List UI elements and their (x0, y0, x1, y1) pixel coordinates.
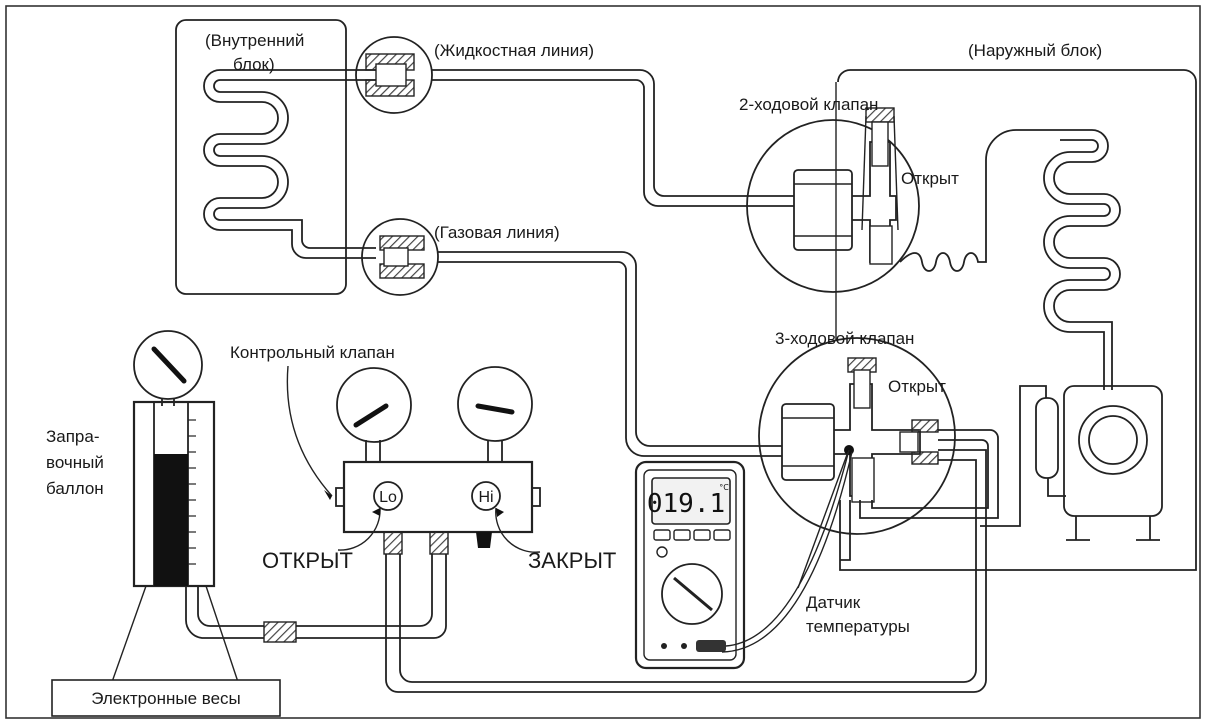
charging-cylinder-label-3: баллон (46, 479, 104, 498)
high-pressure-gauge (457, 366, 533, 462)
outdoor-unit-label: (Наружный блок) (968, 41, 1102, 60)
two-way-valve (746, 107, 920, 293)
hi-knob (471, 481, 501, 511)
temp-sensor-label-2: температуры (806, 617, 910, 636)
hose-lo-inner (399, 459, 977, 683)
outdoor-unit-box (837, 69, 1197, 571)
two-way-valve-label: 2-ходовой клапан (739, 95, 878, 114)
gas-pipe-outer (438, 251, 784, 447)
probe-wire (725, 449, 850, 647)
cyl-hose-inner (185, 586, 264, 639)
gas-line-joint (361, 218, 439, 296)
two-way-open-label: Открыт (901, 169, 959, 188)
liquid-line-joint (355, 36, 433, 114)
service-line-inner (871, 439, 989, 509)
liquid-pipe-inner (432, 79, 798, 207)
three-way-valve (758, 337, 999, 535)
manifold-gauge-set: Lo Hi (286, 365, 541, 555)
electronic-scale-label: Электронные весы (91, 689, 241, 708)
hi-arrow (495, 507, 541, 553)
hose-lo-outer (385, 449, 987, 693)
control-valve-label: Контрольный клапан (230, 343, 395, 362)
lo-knob (373, 481, 403, 511)
three-way-valve-label: 3-ходовой клапан (775, 329, 914, 348)
liquid-line-label: (Жидкостная линия) (434, 41, 594, 60)
charging-cylinder-label-2: вочный (46, 453, 104, 472)
outer-frame (5, 5, 1201, 719)
charging-cylinder-label-1: Запра- (46, 427, 100, 446)
multimeter-dial (661, 563, 723, 625)
hose-coupler (263, 621, 297, 643)
multimeter: 019.1 °C (634, 449, 853, 670)
indoor-unit-label-1: (Внутренний (205, 31, 304, 50)
liquid-pipe-outer (432, 69, 798, 197)
temp-sensor-leader (797, 451, 849, 589)
outdoor-coil-inner (1043, 139, 1111, 390)
hi-label: Hi (478, 489, 493, 506)
gas-pipe-inner (438, 261, 784, 457)
charging-cylinder (111, 330, 239, 683)
multimeter-unit: °C (719, 483, 729, 492)
outdoor-unit (835, 69, 1197, 571)
coil-spring (899, 129, 1060, 272)
gas-line-label: (Газовая линия) (434, 223, 560, 242)
probe-wire-2 (721, 451, 853, 653)
hose-center-outer (296, 554, 433, 627)
cyl-hose-outer (197, 586, 264, 627)
multimeter-lcd (651, 477, 731, 525)
indoor-coil-outer (203, 69, 376, 259)
low-pressure-gauge (336, 367, 412, 462)
closed-label: ЗАКРЫТ (528, 548, 616, 573)
hose-center-inner (296, 554, 447, 639)
indoor-unit-label-2: блок) (233, 55, 275, 74)
accumulator (980, 385, 1066, 527)
electronic-scale (51, 679, 281, 717)
lo-label: Lo (379, 489, 397, 506)
control-valve-leader (286, 365, 333, 497)
manifold-body (342, 460, 534, 534)
multimeter-reading: 019.1 (647, 489, 725, 519)
compressor (1063, 385, 1163, 541)
indoor-unit-box (175, 19, 347, 295)
suction-pipe (840, 500, 851, 561)
temp-sensor-label-1: Датчик (806, 593, 861, 612)
indoor-unit (175, 19, 376, 295)
outdoor-coil-outer (1053, 129, 1121, 390)
three-way-open-label: Открыт (888, 377, 946, 396)
indoor-coil-inner (213, 79, 376, 249)
open-label: ОТКРЫТ (262, 548, 353, 573)
service-line-outer (859, 429, 999, 519)
